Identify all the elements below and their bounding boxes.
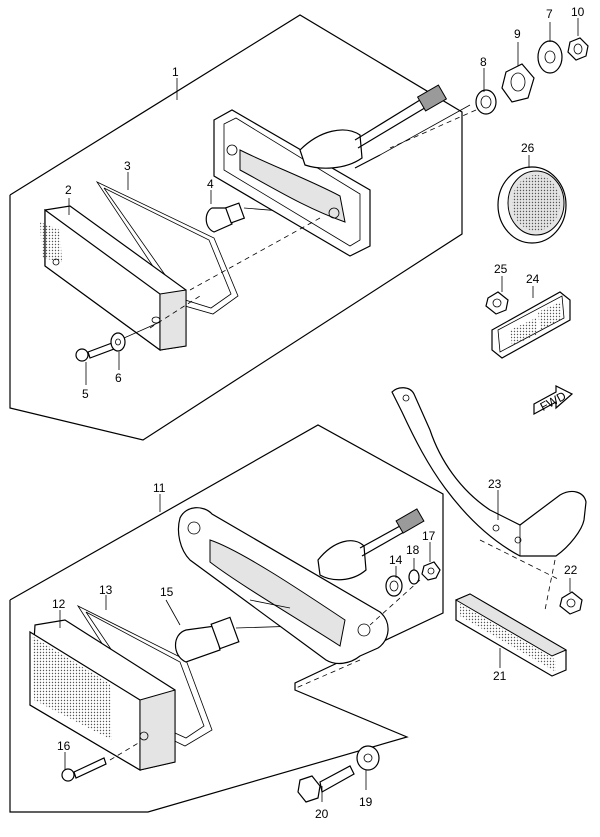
callout-26: 26 <box>521 141 535 155</box>
callout-12: 12 <box>52 597 66 611</box>
side-reflector-24 <box>485 291 571 359</box>
round-reflector <box>497 166 567 244</box>
callout-22: 22 <box>564 563 578 577</box>
callout-19: 19 <box>359 795 373 809</box>
rect-reflector-21 <box>454 593 568 677</box>
fwd-arrow: FWD <box>533 385 574 416</box>
callout-25: 25 <box>494 262 508 276</box>
callout-4: 4 <box>207 177 214 191</box>
callout-21: 21 <box>493 669 507 683</box>
stud-hardware-bottom <box>385 561 441 597</box>
callout-1: 1 <box>172 65 179 79</box>
callout-9: 9 <box>514 27 521 41</box>
bolt-and-washer-bottom <box>297 745 380 803</box>
callout-15: 15 <box>160 585 174 599</box>
callout-13: 13 <box>99 583 113 597</box>
callout-14: 14 <box>389 553 403 567</box>
callout-18: 18 <box>406 543 420 557</box>
callout-20: 20 <box>315 807 329 821</box>
nut-22 <box>559 591 583 615</box>
lens-top <box>40 205 187 352</box>
screw-and-washer-top <box>75 321 161 362</box>
housing-top <box>213 84 471 257</box>
callout-7: 7 <box>546 7 553 21</box>
callout-24: 24 <box>526 272 540 286</box>
stud-hardware-top <box>475 37 589 115</box>
callout-5: 5 <box>82 387 89 401</box>
callout-8: 8 <box>480 55 487 69</box>
callout-labels: 1 2 3 4 5 6 7 8 9 10 11 12 13 14 15 16 1… <box>52 5 585 821</box>
assembly-1-frame <box>9 14 463 441</box>
lens-bottom <box>29 619 176 772</box>
callout-2: 2 <box>65 183 72 197</box>
screw-16 <box>61 757 107 782</box>
callout-6: 6 <box>115 371 122 385</box>
bracket-23 <box>391 387 587 557</box>
housing-bottom <box>177 507 425 665</box>
callout-10: 10 <box>571 5 585 19</box>
callout-11: 11 <box>153 481 166 495</box>
callout-16: 16 <box>57 739 71 753</box>
bulb-bottom <box>174 616 331 663</box>
callout-23: 23 <box>488 477 502 491</box>
assembly-11-frame <box>9 424 444 813</box>
leader-lines <box>59 18 579 802</box>
callout-17: 17 <box>422 529 436 543</box>
callout-3: 3 <box>124 159 131 173</box>
